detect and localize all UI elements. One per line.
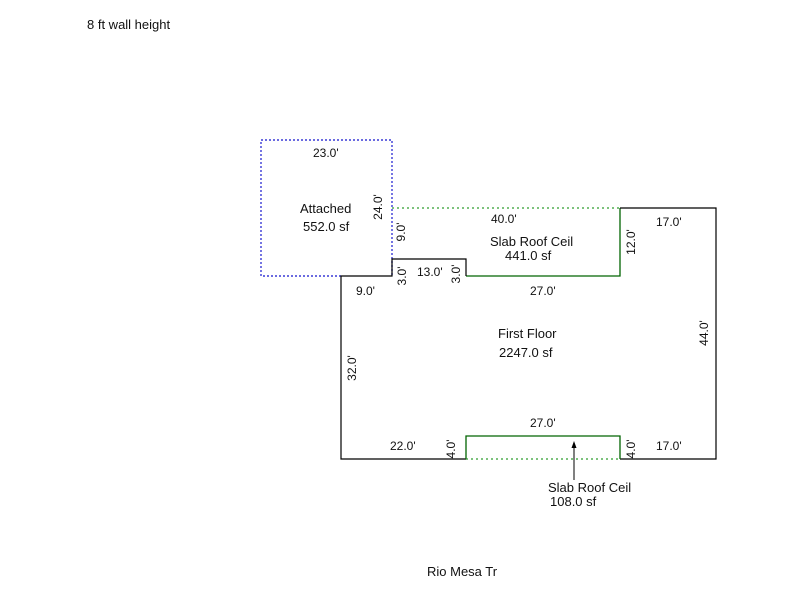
dim-house-right: 44.0'	[697, 320, 711, 346]
dim-attached-right: 24.0'	[371, 194, 385, 220]
dim-attached-top: 23.0'	[313, 146, 339, 160]
slab-roof-top-label: Slab Roof Ceil	[490, 234, 573, 249]
dim-slab-top-top: 40.0'	[491, 212, 517, 226]
slab-roof-bottom-label: Slab Roof Ceil	[548, 480, 631, 495]
slab-roof-bottom-outline	[465, 435, 621, 459]
dim-slab-top-right: 12.0'	[624, 229, 638, 255]
dim-slab-bottom-right: 4.0'	[624, 440, 638, 459]
dim-step-left: 9.0'	[394, 223, 408, 242]
dim-upper-right-top: 17.0'	[656, 215, 682, 229]
attached-area: 552.0 sf	[303, 219, 350, 234]
first-floor-outline-left	[340, 258, 467, 460]
slab-roof-top-outline	[466, 208, 621, 277]
dim-step-top: 13.0'	[417, 265, 443, 279]
dim-step-down-right: 3.0'	[449, 265, 463, 284]
first-floor-area: 2247.0 sf	[499, 345, 553, 360]
slab-roof-bottom-area: 108.0 sf	[550, 494, 597, 509]
dim-house-left-top: 9.0'	[356, 284, 375, 298]
dim-house-left: 32.0'	[345, 355, 359, 381]
slab-roof-top-area: 441.0 sf	[505, 248, 552, 263]
attached-label: Attached	[300, 201, 351, 216]
first-floor-label: First Floor	[498, 326, 557, 341]
attached-garage-outline	[260, 139, 393, 277]
dim-slab-bottom-left: 4.0'	[444, 440, 458, 459]
street-name: Rio Mesa Tr	[427, 564, 498, 579]
dim-bottom-right: 17.0'	[656, 439, 682, 453]
dim-slab-bottom-top: 27.0'	[530, 416, 556, 430]
dim-step-down-left: 3.0'	[395, 267, 409, 286]
leader-arrowhead-icon	[571, 441, 577, 448]
dim-bottom-left: 22.0'	[390, 439, 416, 453]
dim-slab-top-bottom: 27.0'	[530, 284, 556, 298]
first-floor-outline	[620, 207, 717, 460]
wall-height-note: 8 ft wall height	[87, 17, 170, 32]
